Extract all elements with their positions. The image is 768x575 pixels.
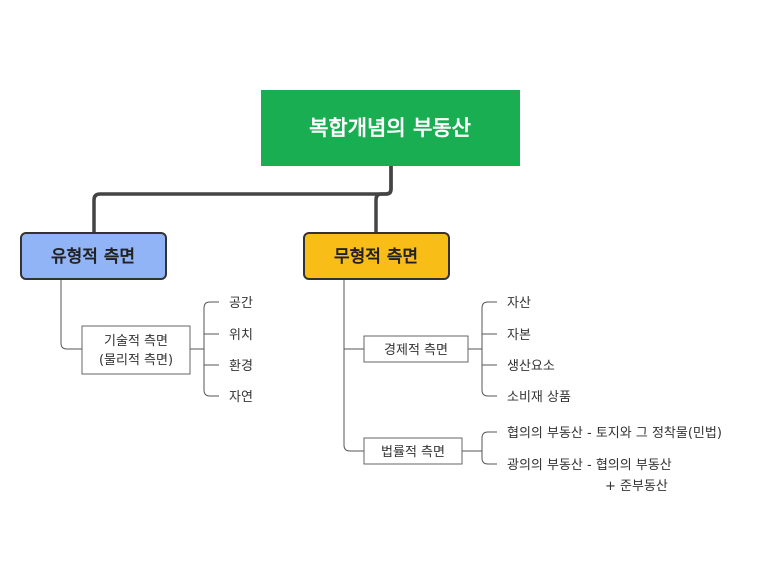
connector-technical-bracket (203, 301, 219, 397)
tangible-node[interactable]: 유형적 측면 (20, 232, 167, 280)
intangible-connectors (343, 280, 497, 465)
intangible-node[interactable]: 무형적 측면 (303, 232, 450, 280)
leaf-환경: 환경 (229, 359, 253, 374)
intangible-node-label: 무형적 측면 (334, 246, 418, 267)
connector-tangible-technical (60, 280, 82, 350)
root-node[interactable]: 복합개념의 부동산 (261, 90, 520, 166)
root-node-label: 복합개념의 부동산 (309, 116, 471, 140)
leaf-자산: 자산 (507, 296, 531, 311)
leaf-broad-real-estate-continued: + 준부동산 (605, 479, 668, 494)
economic-aspect-label: 경제적 측면 (384, 343, 448, 358)
root-connectors (92, 166, 393, 233)
legal-aspect-node[interactable]: 법률적 측면 (363, 437, 463, 465)
economic-aspect-box (363, 335, 469, 363)
technical-aspect-node[interactable]: 기술적 측면 (물리적 측면) (81, 325, 191, 375)
connector-economic-bracket (481, 301, 497, 397)
leaf-broad-real-estate: 광의의 부동산 - 협의의 부동산 (507, 458, 672, 473)
leaf-생산요소: 생산요소 (507, 359, 555, 374)
leaf-공간: 공간 (229, 296, 253, 311)
tangible-node-box (20, 232, 167, 280)
connector-root-tangible (92, 166, 393, 233)
technical-aspect-box (81, 325, 191, 375)
tangible-node-label: 유형적 측면 (51, 246, 135, 267)
technical-aspect-label-line2: (물리적 측면) (99, 353, 173, 368)
legal-aspect-label: 법률적 측면 (381, 445, 445, 460)
tangible-connectors (60, 280, 219, 397)
legal-aspect-box (363, 437, 463, 465)
leaf-자연: 자연 (229, 390, 253, 405)
connector-legal-bracket (481, 431, 497, 465)
leaf-소비재-상품: 소비재 상품 (507, 390, 571, 405)
root-node-box (261, 90, 520, 166)
economic-aspect-node[interactable]: 경제적 측면 (363, 335, 469, 363)
leaf-자본: 자본 (507, 328, 531, 343)
intangible-node-box (303, 232, 450, 280)
connector-intangible-trunk (343, 280, 364, 452)
leaf-위치: 위치 (229, 328, 253, 343)
technical-aspect-label-line1: 기술적 측면 (104, 334, 168, 349)
connector-root-intangible (374, 166, 393, 233)
leaf-narrow-real-estate: 협의의 부동산 - 토지와 그 정착물(민법) (507, 426, 722, 441)
